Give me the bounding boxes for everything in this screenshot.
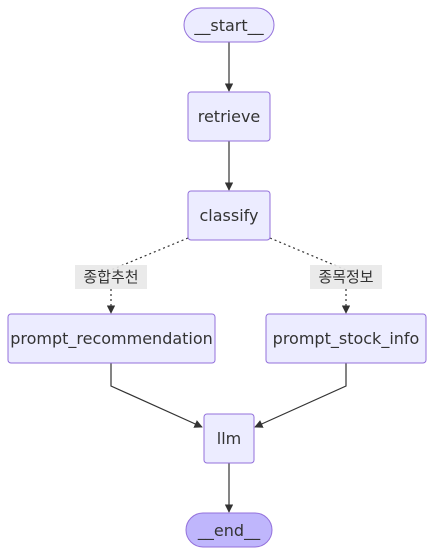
node-prompt-recommendation[interactable]: prompt_recommendation: [7, 313, 216, 364]
node-retrieve[interactable]: retrieve: [187, 91, 271, 142]
edge-classify-recommendation: [110, 237, 189, 271]
node-start-label: __start__: [193, 16, 264, 36]
edge-stock-info-llm: [254, 363, 347, 428]
node-prompt-stock-info-label: prompt_stock_info: [273, 329, 420, 349]
node-llm[interactable]: llm: [203, 413, 255, 464]
edge-classify-stock-info: [269, 237, 347, 271]
edge-label-recommendation-text: 종합추천: [83, 268, 138, 286]
node-classify[interactable]: classify: [187, 190, 271, 241]
node-prompt-recommendation-label: prompt_recommendation: [10, 329, 213, 349]
node-classify-label: classify: [200, 206, 259, 225]
node-llm-label: llm: [217, 429, 241, 448]
node-retrieve-label: retrieve: [198, 107, 261, 126]
edge-label-stock-info: 종목정보: [310, 265, 382, 289]
node-end-label: __end__: [197, 521, 261, 541]
node-end[interactable]: __end__: [185, 512, 273, 548]
edge-recommendation-llm: [110, 363, 203, 428]
edge-label-recommendation: 종합추천: [75, 265, 147, 289]
edge-label-stock-info-text: 종목정보: [318, 268, 373, 286]
node-start[interactable]: __start__: [183, 7, 275, 43]
node-prompt-stock-info[interactable]: prompt_stock_info: [265, 313, 427, 364]
